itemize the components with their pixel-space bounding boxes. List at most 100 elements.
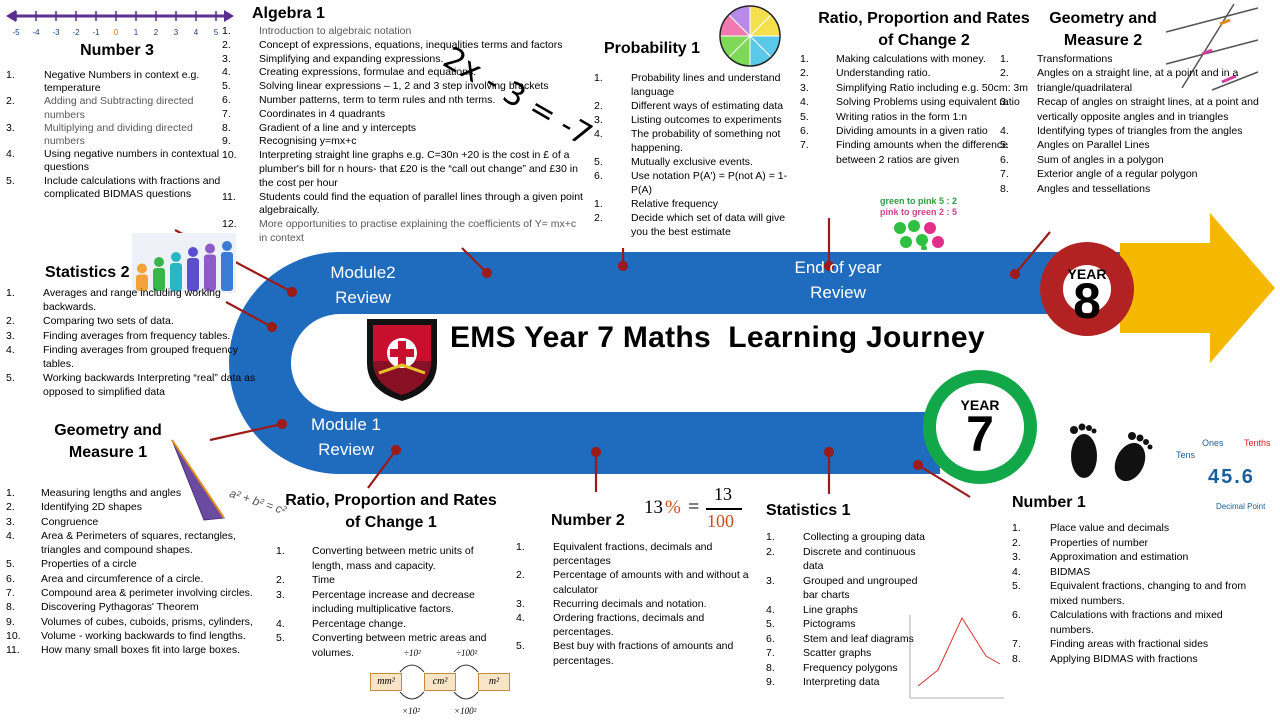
item-number: 4. (1000, 125, 1009, 138)
item-number: 5. (766, 618, 775, 630)
geometry1-item: 3.Congruence (6, 515, 254, 529)
statistics2-list: 1. Averages and range including working b… (6, 286, 256, 400)
item-number: 2. (1000, 67, 1009, 80)
person-head (154, 257, 164, 267)
geometry2-item: 8.Angles and tessellations (1000, 182, 1260, 196)
item-number: 1. (6, 287, 15, 299)
item-text: Volume - working backwards to find lengt… (41, 629, 246, 642)
item-text: Multiplying and dividing directed number… (44, 121, 193, 148)
item-number: 4. (766, 603, 775, 616)
item-text: Frequency polygons (803, 661, 898, 674)
statistics1-heading: Statistics 1 (766, 502, 851, 519)
item-text: Gradient of a line and y intercepts (259, 121, 417, 134)
number-line-label: 5 (214, 28, 219, 37)
tenths-label: Tenths (1244, 438, 1271, 448)
item-number: 4. (1012, 565, 1021, 578)
geometry1-item: 11.How many small boxes fit into large b… (6, 643, 254, 657)
item-text: Number patterns, term to term rules and … (259, 93, 496, 106)
ratio-green-text: green to pink 5 : 2 (880, 196, 958, 206)
units-cm-box: cm² (424, 673, 456, 691)
statistics1-section: Statistics 1 1.Collecting a grouping dat… (766, 500, 926, 690)
item-number: 9. (6, 615, 15, 628)
item-text: Interpreting straight line graphs e.g. C… (259, 149, 578, 189)
item-text: Include calculations with fractions and … (44, 174, 221, 200)
item-number: 6. (766, 632, 775, 645)
number-line-label: 4 (194, 28, 199, 37)
item-text: Adding and Subtracting directed numbers (44, 95, 194, 121)
statistics1-item: 6.Stem and leaf diagrams (766, 632, 926, 647)
algebra1-item: 10.Interpreting straight line graphs e.g… (222, 149, 586, 190)
number-line-label: -2 (72, 28, 80, 37)
item-number: 8. (1012, 652, 1021, 665)
probability1-list: 1.Probability lines and understand langu… (594, 71, 804, 239)
number-line-label: -5 (12, 28, 20, 37)
number1-item: 5.Equivalent fractions, changing to and … (1012, 579, 1256, 608)
person-head (222, 241, 232, 251)
place-value-digits: 45.6 (1208, 466, 1255, 488)
statistics2-section: Statistics 2 1.Averages and range includ… (6, 262, 256, 400)
item-text: Students could find the equation of para… (259, 190, 583, 217)
number3-item: 4.Using negative numbers in contextual q… (6, 148, 228, 174)
item-number: 4. (6, 343, 15, 356)
number-line-label: 3 (174, 28, 179, 37)
geometry1-item: 9.Volumes of cubes, cuboids, prisms, cyl… (6, 615, 254, 629)
units-m-box: m² (478, 673, 510, 691)
item-text: The probability of something not happeni… (631, 128, 781, 154)
geometry1-item: 5.Properties of a circle (6, 557, 254, 571)
ratio2-item: 6.Dividing amounts in a given ratio (800, 124, 1036, 138)
item-number: 6. (222, 93, 231, 106)
item-number: 4. (800, 96, 809, 109)
item-number: 5. (800, 110, 809, 123)
statistics2-item: 4.Finding averages from grouped frequenc… (6, 343, 256, 371)
item-number: 1. (1000, 53, 1009, 65)
statistics1-item: 5.Pictograms (766, 617, 926, 632)
geometry2-item: 5.Angles on Parallel Lines (1000, 138, 1260, 152)
number3-section: Number 3 1.Negative Numbers in context e… (6, 40, 228, 201)
probability1-item: 6.Use notation P(A') = P(not A) = 1- P(A… (594, 169, 804, 197)
number1-item: 7.Finding areas with fractional sides (1012, 637, 1256, 652)
number3-item: 1.Negative Numbers in context e.g. tempe… (6, 69, 228, 95)
item-text: Negative Numbers in context e.g. tempera… (44, 69, 200, 95)
number1-heading: Number 1 (1012, 494, 1086, 511)
item-text: Angles on Parallel Lines (1037, 139, 1150, 152)
item-text: Averages and range including working bac… (43, 287, 221, 314)
item-number: 5. (6, 372, 15, 385)
ratio1-list: 1.Converting between metric units of len… (276, 544, 506, 660)
item-text: Creating expressions, formulae and equat… (259, 66, 477, 79)
ratio1-item: 4.Percentage change. (276, 617, 506, 632)
item-text: How many small boxes fit into large boxe… (41, 644, 241, 657)
item-number: 8. (766, 661, 775, 674)
algebra1-item: 6. Number patterns, term to term rules an… (222, 94, 586, 108)
item-number: 5. (516, 640, 525, 653)
ratio2-item: 5.Writing ratios in the form 1:n (800, 110, 1036, 124)
item-number: 5. (6, 558, 15, 571)
item-number: 8. (6, 601, 15, 614)
spinner-icon (719, 5, 781, 67)
person-head (188, 247, 198, 257)
page-title: EMS Year 7 Maths Learning Journey (450, 321, 985, 354)
ratio1-item: 2.Time (276, 573, 506, 588)
item-number: 1. (222, 25, 231, 37)
geometry1-item: 2.Identifying 2D shapes (6, 500, 254, 514)
item-number: 2. (222, 38, 231, 51)
item-number: 5. (1012, 580, 1021, 592)
geometry2-item: 3.Recap of angles on straight lines, at … (1000, 95, 1260, 124)
item-text: Using negative numbers in contextual que… (44, 148, 220, 174)
number3-heading: Number 3 (80, 42, 154, 59)
item-text: Line graphs (803, 603, 858, 616)
number-line-label: -4 (32, 28, 40, 37)
statistics1-item: 2.Discrete and continuous data (766, 545, 926, 574)
item-text: Decide which set of data will give you t… (631, 212, 786, 238)
geometry1-item: 1.Measuring lengths and angles (6, 486, 254, 500)
person-body (187, 258, 199, 291)
person-body (221, 252, 233, 291)
statistics1-item: 4. Line graphs (766, 603, 926, 618)
ratio2-section: Ratio, Proportion and Rates of Change 2 … (800, 8, 1036, 167)
item-number: 6. (800, 125, 809, 138)
number3-item: 2.Adding and Subtracting directed number… (6, 95, 228, 121)
parallel-lines-icon (1165, 3, 1259, 91)
item-text: Interpreting data (803, 676, 880, 688)
fraction-bar (706, 508, 742, 510)
